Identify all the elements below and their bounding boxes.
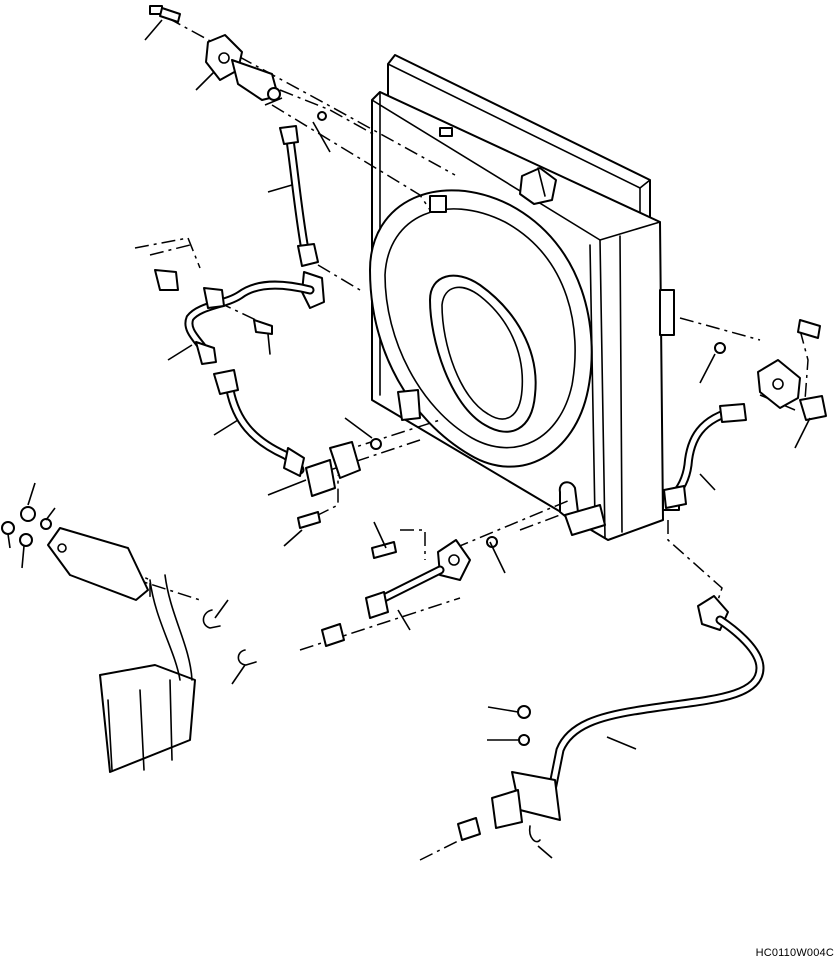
upper-hose [279, 125, 325, 309]
callout-leader-lines [7, 19, 811, 859]
left-tube-assembly [154, 269, 315, 365]
long-return-tube [491, 595, 765, 843]
upper-flange-group [149, 5, 327, 121]
drawing-reference-code: HC0110W004C [755, 947, 834, 959]
middle-tube-flange [365, 536, 498, 619]
lower-left-filter-group [1, 506, 257, 773]
radiator-assembly [369, 54, 680, 541]
loose-end-pieces [321, 623, 481, 841]
middle-left-hose [213, 369, 382, 529]
right-upper-group [663, 319, 827, 509]
